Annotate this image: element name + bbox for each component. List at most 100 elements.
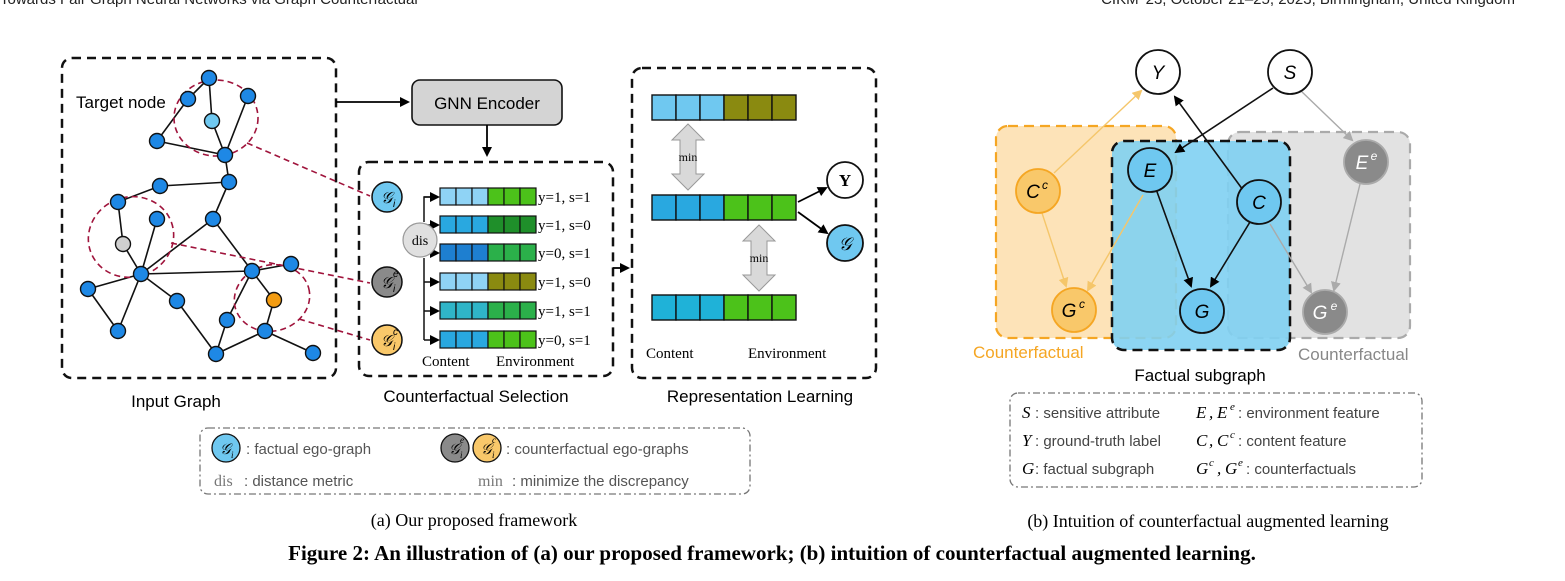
- representation-feature-cell: [675, 194, 701, 221]
- min-arrow-bottom: min: [741, 224, 777, 292]
- legend-b-desc: : factual subgraph: [1035, 461, 1154, 478]
- graph-node: [132, 265, 150, 283]
- counterfactual-environment-edges: [1269, 89, 1361, 294]
- selection-row-label: y=1, s=1: [538, 190, 591, 206]
- causal-edges: [1155, 87, 1274, 288]
- selection-feature-cell: [455, 243, 473, 262]
- input-graph-label: Input Graph: [131, 392, 221, 411]
- caption-a: (a) Our proposed framework: [371, 510, 577, 531]
- figure-caption: Figure 2: An illustration of (a) our pro…: [288, 541, 1256, 565]
- factual-subgraph-label: Factual subgraph: [1134, 366, 1265, 385]
- representation-feature-cell: [771, 294, 797, 321]
- selection-feature-cell: [519, 330, 537, 349]
- selection-feature-cell: [439, 215, 457, 234]
- selection-feature-cell: [487, 187, 505, 206]
- legend-min-desc: : minimize the discrepancy: [512, 473, 689, 490]
- selection-feature-cell: [503, 301, 521, 320]
- content-node: [265, 291, 283, 309]
- representation-learning-box: [630, 66, 878, 380]
- min-label-bottom: min: [750, 251, 769, 265]
- svg-text:𝒢: 𝒢: [449, 442, 462, 458]
- counterfactual-selection-box: [357, 160, 615, 378]
- rep-environment-label: Environment: [748, 346, 827, 362]
- selection-feature-cell: [487, 215, 505, 234]
- selection-feature-cell: [471, 272, 489, 291]
- output-g-node: [826, 224, 864, 262]
- selection-feature-cell: [455, 215, 473, 234]
- ego-graph-icons: [371, 181, 403, 356]
- legend-b-desc: : ground-truth label: [1035, 433, 1161, 450]
- selection-feature-cell: [439, 301, 457, 320]
- svg-text:E: E: [1144, 161, 1157, 182]
- legend-dis-desc: : distance metric: [244, 473, 354, 490]
- graph-node: [151, 177, 169, 195]
- selection-feature-cell: [503, 187, 521, 206]
- selection-feature-cell: [455, 187, 473, 206]
- representation-feature-cell: [771, 94, 797, 121]
- representation-feature-cell: [675, 294, 701, 321]
- legend-b-symbol-sup: e: [1230, 401, 1235, 413]
- graph-node: [239, 87, 257, 105]
- graph-node: [148, 132, 166, 150]
- selection-feature-cell: [503, 243, 521, 262]
- legend-b-symbol-sup: c: [1209, 457, 1214, 469]
- selection-feature-cell: [471, 215, 489, 234]
- legend-b-desc: : sensitive attribute: [1035, 405, 1160, 422]
- graph-node: [148, 210, 166, 228]
- graph-node: [216, 146, 234, 164]
- svg-text:e: e: [393, 269, 399, 280]
- selection-feature-cell: [439, 272, 457, 291]
- representation-feature-cell: [747, 294, 773, 321]
- legend-b-symbol: ,: [1217, 459, 1221, 478]
- selection-feature-cell: [455, 330, 473, 349]
- counterfactual-content-edges: [1041, 89, 1144, 292]
- node-c-c: [1015, 168, 1061, 214]
- graph-node: [200, 69, 218, 87]
- output-y-node: [826, 161, 864, 199]
- legend-b-box: [1009, 392, 1423, 488]
- selection-content-label: Content: [422, 354, 470, 370]
- graph-node: [218, 311, 236, 329]
- graph-node: [168, 292, 186, 310]
- selection-feature-cell: [487, 243, 505, 262]
- input-graph-edges: [87, 77, 314, 355]
- selection-feature-cell: [487, 301, 505, 320]
- svg-text:i: i: [393, 284, 396, 295]
- svg-text:e: e: [460, 435, 464, 445]
- selection-feature-cell: [455, 301, 473, 320]
- graph-node: [243, 262, 261, 280]
- counterfactual-right-label: Counterfactual: [1298, 345, 1409, 364]
- svg-text:c: c: [1042, 178, 1048, 192]
- svg-text:i: i: [393, 342, 396, 353]
- selection-environment-label: Environment: [496, 354, 575, 370]
- target-node: [203, 112, 221, 130]
- representation-feature-cell: [699, 294, 725, 321]
- selection-row-label: y=1, s=0: [538, 275, 591, 291]
- selection-feature-cell: [503, 330, 521, 349]
- graph-node: [109, 193, 127, 211]
- selection-feature-cell: [519, 301, 537, 320]
- output-g-label: 𝒢: [839, 234, 855, 254]
- selection-feature-cell: [519, 272, 537, 291]
- svg-text:e: e: [1331, 299, 1338, 313]
- min-arrow-top: min: [670, 123, 706, 191]
- environment-node: [114, 235, 132, 253]
- selection-row-label: y=1, s=0: [538, 218, 591, 234]
- rep-content-label: Content: [646, 346, 694, 362]
- legend-a-box: [199, 427, 751, 495]
- svg-text:G: G: [1062, 301, 1077, 322]
- graph-node: [109, 322, 127, 340]
- svg-text:i: i: [492, 450, 495, 460]
- gnn-encoder-label: GNN Encoder: [434, 94, 540, 113]
- representation-feature-cell: [699, 94, 725, 121]
- selection-feature-cell: [503, 272, 521, 291]
- node-g-c: [1051, 287, 1097, 333]
- representation-learning-label: Representation Learning: [667, 387, 853, 406]
- selection-feature-cell: [519, 243, 537, 262]
- ego-graph-highlights: [87, 79, 371, 341]
- causal-node-labels: Y S E C G E e C c G c G e: [1026, 63, 1378, 324]
- representation-feature-cell: [651, 194, 677, 221]
- selection-feature-cell: [503, 215, 521, 234]
